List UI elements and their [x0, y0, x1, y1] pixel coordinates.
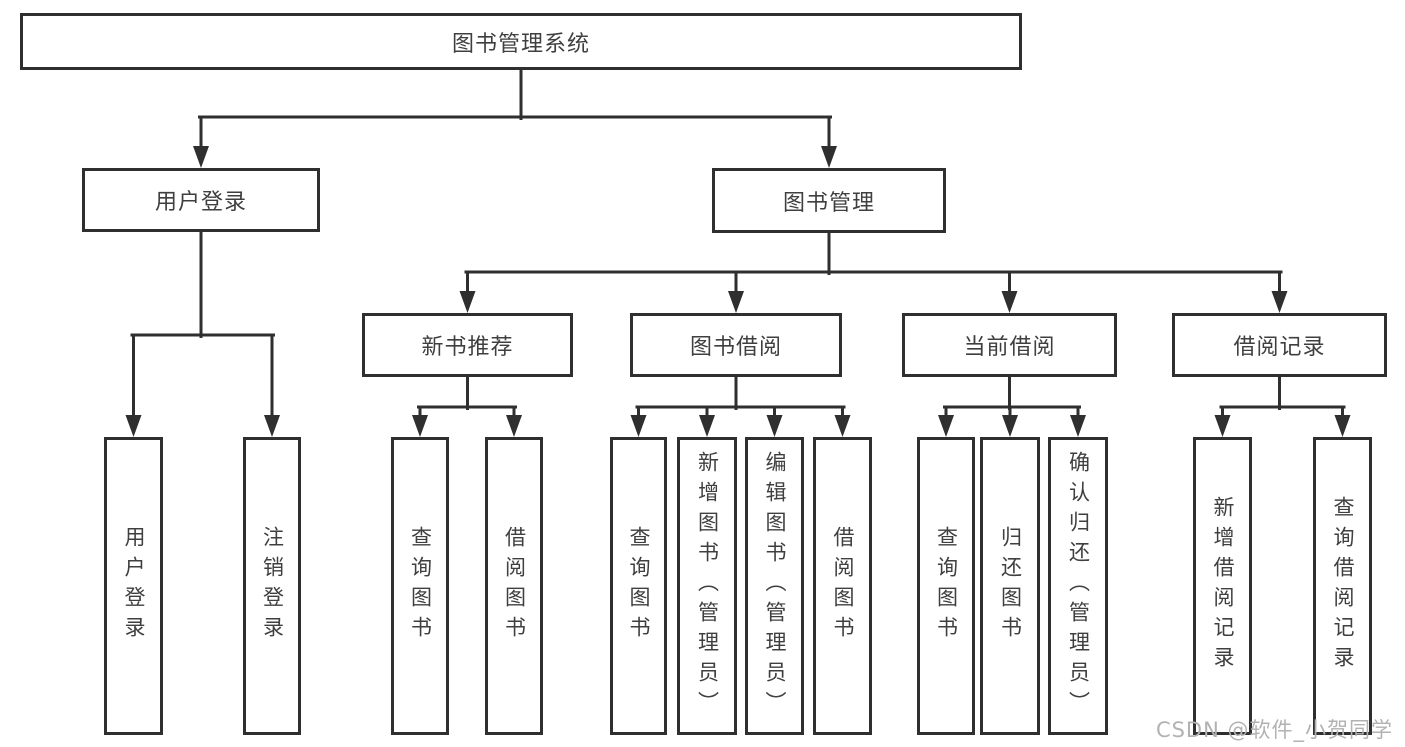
node-current-borrowing: 当前借阅	[902, 313, 1117, 377]
leaf-return-book: 归还图书	[980, 437, 1040, 735]
leaf-confirm-return-admin: 确认归还（管理员）	[1048, 437, 1108, 735]
node-user-login: 用户登录	[82, 168, 320, 232]
connector-user-login-branch	[125, 230, 280, 437]
node-borrowing-records: 借阅记录	[1172, 313, 1387, 377]
leaf-edit-book-admin: 编辑图书（管理员）	[745, 437, 804, 735]
node-new-book-recommend: 新书推荐	[362, 313, 573, 377]
connector-root-to-level2	[193, 68, 837, 168]
leaf-add-borrow-record: 新增借阅记录	[1193, 437, 1252, 735]
connector-book-mgmt-branch	[459, 231, 1288, 313]
leaf-query-books-current: 查询图书	[917, 437, 975, 735]
connector-book-borrow-branch	[630, 375, 851, 437]
leaf-add-book-admin: 新增图书（管理员）	[677, 437, 737, 735]
leaf-logout: 注销登录	[243, 437, 301, 735]
leaf-query-books-borrow: 查询图书	[610, 437, 667, 735]
connector-borrow-records-branch	[1214, 375, 1351, 437]
node-library-management-system: 图书管理系统	[20, 13, 1022, 70]
leaf-borrow-books-recommend: 借阅图书	[485, 437, 543, 735]
node-book-borrowing: 图书借阅	[630, 313, 842, 377]
node-book-management: 图书管理	[712, 168, 946, 233]
connector-new-book-branch	[412, 375, 522, 437]
leaf-query-borrow-record: 查询借阅记录	[1313, 437, 1372, 735]
leaf-borrow-books: 借阅图书	[813, 437, 872, 735]
leaf-query-books-recommend: 查询图书	[391, 437, 449, 735]
csdn-watermark: CSDN @软件_小贺同学	[1155, 718, 1393, 742]
connector-current-borrow-branch	[938, 375, 1086, 437]
leaf-user-login: 用户登录	[104, 437, 163, 735]
